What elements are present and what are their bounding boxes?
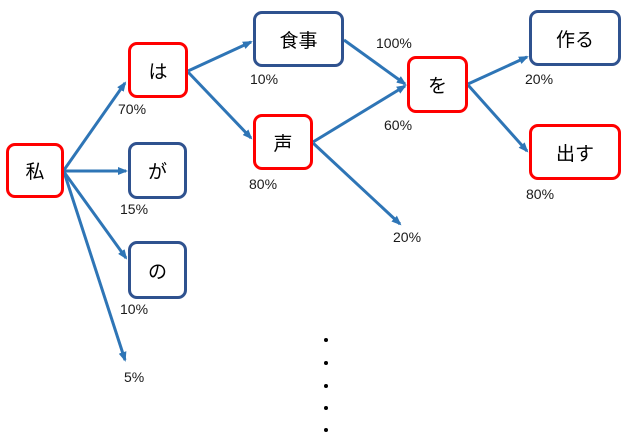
ellipsis-dot	[324, 384, 328, 388]
edge-wa-shokuji	[187, 40, 253, 73]
ellipsis-dot	[324, 361, 328, 365]
node-wo: を	[407, 56, 468, 113]
ellipsis-dot	[324, 428, 328, 432]
node-wa: は	[128, 42, 188, 98]
edge-wa-koe	[186, 70, 253, 140]
node-shokuji: 食事	[253, 11, 344, 67]
prob-no: 10%	[120, 301, 149, 317]
edge-koe-other	[311, 141, 402, 226]
prob-other-from-watashi: 5%	[124, 369, 145, 385]
prob-shokuji-wo: 100%	[376, 35, 412, 51]
node-koe: 声	[253, 114, 313, 170]
prob-tsukuru: 20%	[525, 71, 554, 87]
prob-koe-other: 20%	[393, 229, 422, 245]
edge-wo-dasu	[466, 84, 529, 153]
node-tsukuru: 作る	[529, 10, 621, 66]
ellipsis-dot	[324, 406, 328, 410]
node-dasu: 出す	[529, 124, 621, 180]
prob-koe-wo: 60%	[384, 117, 413, 133]
prob-wa: 70%	[118, 101, 147, 117]
node-ga: が	[128, 142, 187, 199]
edge-watashi-other	[62, 171, 127, 362]
prob-koe: 80%	[249, 176, 278, 192]
prob-ga: 15%	[120, 201, 149, 217]
edge-shokuji-wo	[343, 38, 407, 86]
node-no: の	[128, 241, 187, 299]
edge-wo-tsukuru	[467, 55, 529, 86]
prob-dasu: 80%	[526, 186, 555, 202]
edge-koe-wo	[312, 84, 407, 144]
prob-shokuji: 10%	[250, 71, 279, 87]
edge-watashi-no	[62, 171, 128, 260]
edge-watashi-wa	[62, 81, 127, 171]
node-watashi: 私	[6, 143, 64, 198]
ellipsis-dot	[324, 338, 328, 342]
